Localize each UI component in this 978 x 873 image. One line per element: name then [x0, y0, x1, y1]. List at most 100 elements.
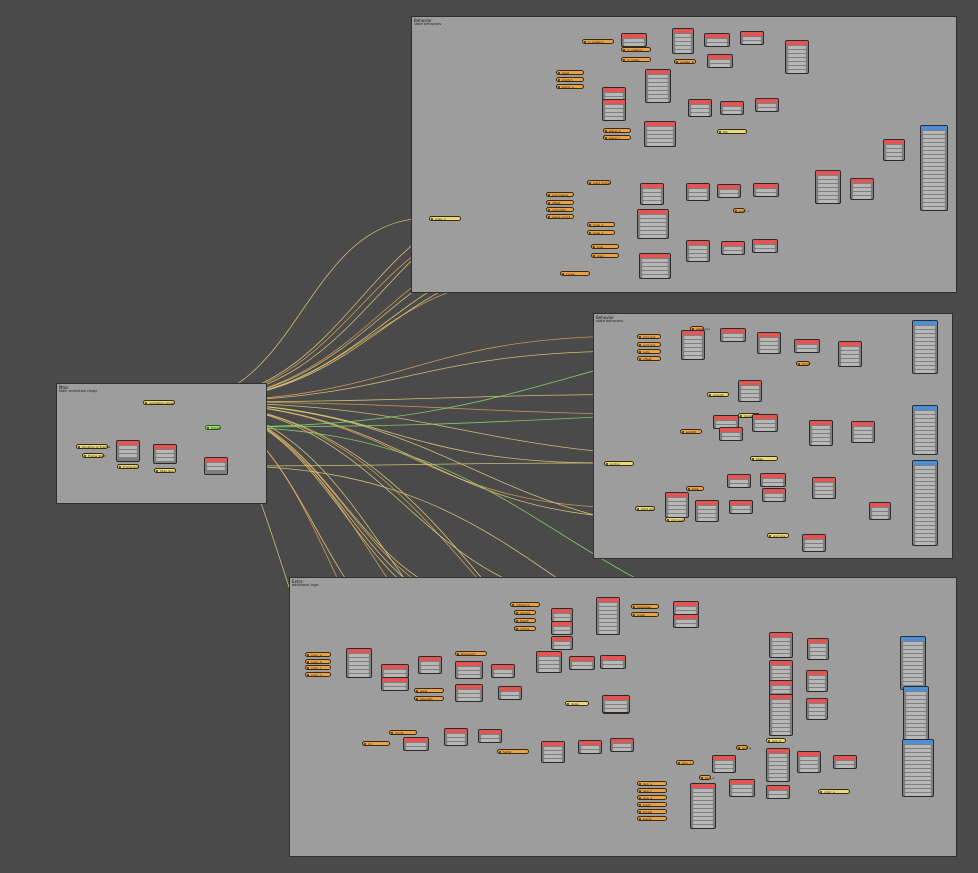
graph-node[interactable] — [681, 330, 705, 360]
graph-node[interactable] — [833, 755, 857, 769]
value-input[interactable]: offset — [546, 200, 574, 205]
value-input[interactable]: anchor — [604, 461, 634, 466]
value-input[interactable]: delay — [565, 701, 589, 706]
graph-node[interactable] — [807, 638, 829, 660]
frame-start-input[interactable]: Frame Start — [82, 453, 106, 458]
value-input[interactable]: smooth — [707, 392, 729, 397]
value-input[interactable]: lerp_d — [699, 775, 714, 780]
value-input[interactable]: base — [750, 456, 778, 461]
graph-node[interactable] — [806, 670, 828, 692]
graph-node[interactable] — [578, 740, 602, 754]
graph-node[interactable] — [717, 184, 741, 198]
graph-node[interactable] — [707, 54, 733, 68]
graph-node[interactable] — [797, 751, 821, 773]
value-input[interactable]: bias — [591, 244, 619, 249]
graph-node[interactable] — [639, 253, 671, 279]
graph-node[interactable] — [346, 648, 372, 678]
frame-end-input[interactable]: Frame End — [117, 464, 139, 469]
graph-node[interactable] — [712, 755, 736, 773]
graph-node[interactable] — [766, 785, 790, 799]
value-input[interactable]: level — [414, 688, 444, 693]
graph-node[interactable] — [794, 339, 820, 353]
graph-node[interactable] — [381, 677, 409, 691]
graph-node[interactable] — [596, 597, 620, 635]
graph-node[interactable] — [444, 728, 468, 746]
graph-node[interactable] — [645, 69, 671, 103]
value-input[interactable]: color_b — [305, 659, 331, 664]
graph-node[interactable] — [838, 341, 862, 367]
math-node[interactable] — [116, 440, 140, 462]
value-input[interactable]: falloff — [514, 618, 536, 623]
output-node[interactable] — [912, 460, 938, 546]
graph-node[interactable] — [602, 87, 626, 101]
graph-node[interactable] — [455, 684, 483, 702]
graph-node[interactable] — [719, 427, 743, 441]
graph-node[interactable] — [665, 492, 689, 518]
graph-node[interactable] — [688, 99, 712, 117]
graph-node[interactable] — [491, 664, 515, 678]
value-input[interactable]: auto — [637, 349, 661, 354]
graph-node[interactable] — [381, 664, 409, 678]
value-input[interactable]: color_a — [305, 652, 331, 657]
value-input[interactable]: enable_ik — [674, 59, 696, 64]
value-input[interactable]: blend_c — [603, 135, 631, 140]
graph-node[interactable] — [812, 477, 836, 499]
value-input[interactable]: spread — [514, 610, 536, 615]
graph-node[interactable] — [727, 474, 751, 488]
graph-node[interactable] — [729, 779, 755, 797]
value-input[interactable]: curve — [560, 271, 590, 276]
value-input[interactable]: src — [362, 741, 390, 746]
value-input[interactable]: spine_count — [546, 214, 574, 219]
value-input[interactable]: mask — [631, 612, 659, 617]
value-input[interactable]: lerp_g — [637, 795, 667, 800]
graph-node[interactable] — [755, 98, 779, 112]
value-input[interactable]: target — [637, 809, 667, 814]
value-input[interactable]: blend_b — [603, 128, 631, 133]
graph-node[interactable] — [569, 656, 595, 670]
value-input[interactable]: factor — [497, 749, 529, 754]
graph-node[interactable] — [738, 380, 762, 402]
frame-bottom[interactable]: Extra additional logic — [289, 577, 957, 857]
math-node[interactable] — [153, 444, 177, 464]
value-input[interactable]: color_a — [818, 789, 850, 794]
value-input[interactable]: in_rotation — [621, 47, 651, 52]
value-input[interactable]: end_pos — [767, 533, 789, 538]
value-input[interactable]: in_position — [582, 39, 614, 44]
graph-node[interactable] — [752, 414, 778, 432]
graph-node[interactable] — [851, 421, 875, 443]
graph-node[interactable] — [478, 729, 502, 743]
value-input[interactable]: radius — [514, 626, 536, 631]
graph-node[interactable] — [720, 328, 746, 342]
frame-middle[interactable]: Behavior state behaviors — [593, 313, 953, 559]
value-input[interactable]: color_c — [305, 665, 331, 670]
graph-node[interactable] — [640, 183, 664, 205]
value-input[interactable]: end_pos — [637, 342, 661, 347]
graph-node[interactable] — [498, 686, 522, 700]
graph-node[interactable] — [672, 28, 694, 54]
value-input[interactable]: in_scale — [621, 57, 651, 62]
graph-node[interactable] — [403, 737, 429, 751]
output-node[interactable] — [902, 739, 934, 797]
value-input[interactable]: lerp_a — [736, 745, 751, 750]
graph-node[interactable] — [455, 661, 483, 679]
graph-node[interactable] — [740, 31, 764, 45]
graph-node[interactable] — [602, 99, 626, 121]
value-input[interactable]: offset — [637, 356, 661, 361]
value-input[interactable]: pivot — [637, 802, 667, 807]
graph-node[interactable] — [753, 183, 779, 197]
graph-node[interactable] — [760, 473, 786, 487]
value-input[interactable]: blend_a — [556, 84, 584, 89]
value-input[interactable]: stretch — [556, 77, 584, 82]
value-input[interactable]: mode — [389, 730, 417, 735]
graph-node[interactable] — [704, 33, 730, 47]
output-node[interactable] — [912, 405, 938, 455]
graph-node[interactable] — [536, 651, 562, 673]
value-input[interactable]: strength — [414, 696, 444, 701]
output-node[interactable] — [903, 686, 929, 744]
graph-node[interactable] — [610, 738, 634, 752]
graph-node[interactable] — [802, 534, 826, 552]
graph-node[interactable] — [690, 783, 716, 829]
graph-node[interactable] — [869, 502, 891, 520]
graph-node[interactable] — [752, 239, 778, 253]
